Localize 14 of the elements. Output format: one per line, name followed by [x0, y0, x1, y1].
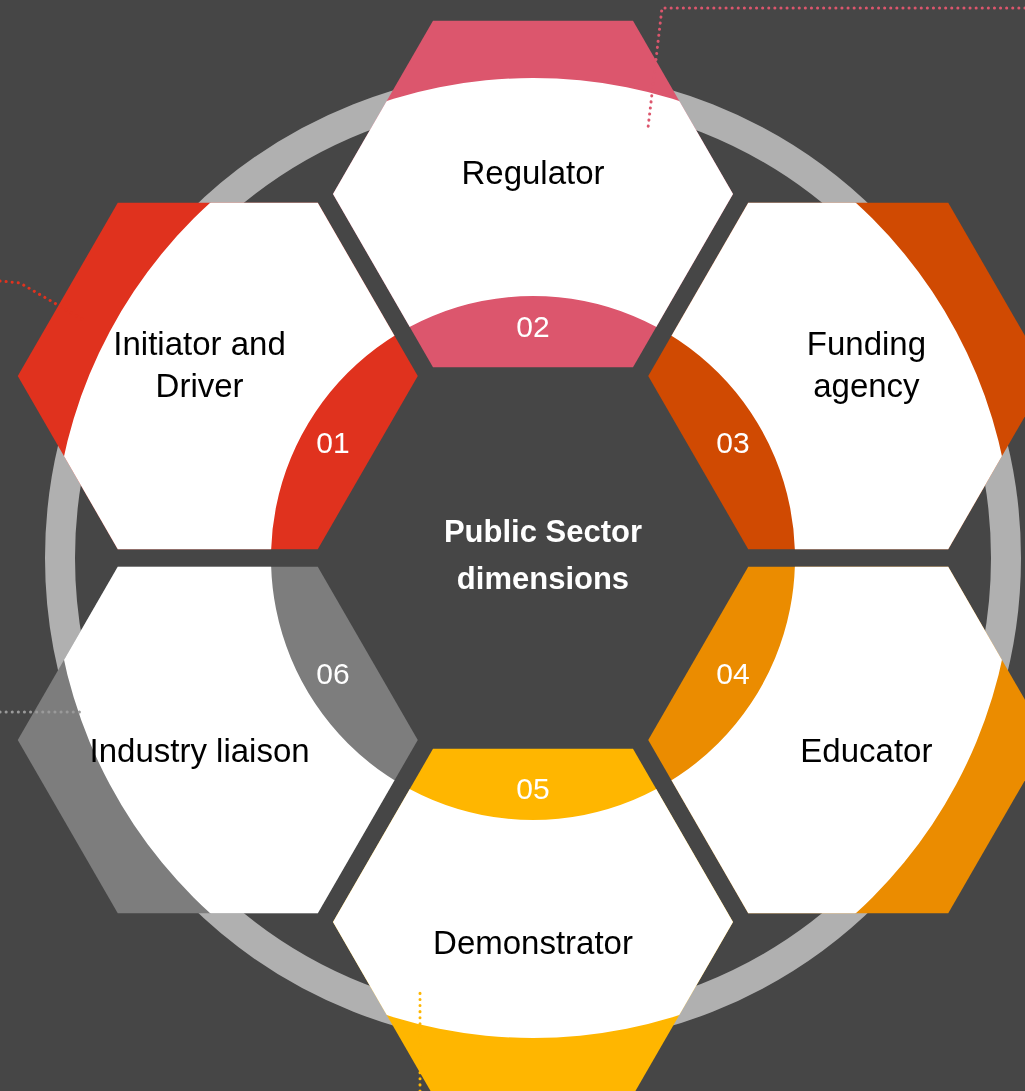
hex-label: Funding agency	[805, 323, 928, 407]
step-number: 06	[315, 658, 351, 689]
leader-line	[646, 6, 1025, 130]
hex-label: Industry liaison	[88, 730, 311, 771]
step-number: 04	[715, 658, 751, 689]
hex-label: Educator	[799, 730, 934, 771]
step-number: 02	[515, 312, 551, 342]
center-title: Public Sector dimensions	[393, 508, 693, 602]
step-number: 03	[715, 427, 751, 458]
hex-label: Demonstrator	[432, 922, 634, 963]
hex-label: Regulator	[460, 152, 606, 193]
step-number: 05	[515, 774, 551, 804]
step-number: 01	[315, 427, 351, 458]
hex-label: Initiator and Driver	[112, 323, 287, 407]
